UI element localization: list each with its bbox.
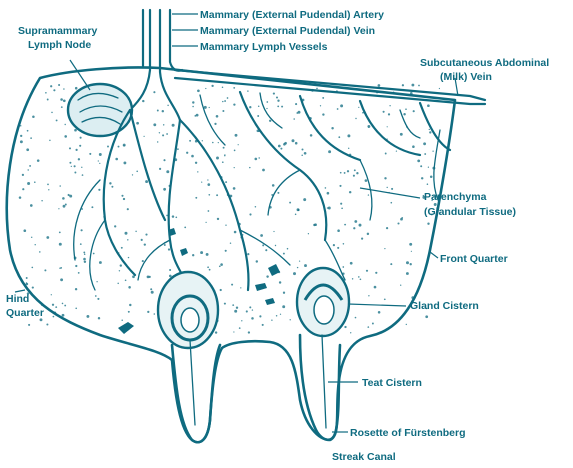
label-parenchyma-1: Parenchyma bbox=[424, 191, 487, 203]
front-teat-cistern bbox=[322, 335, 326, 428]
hind-teat-cistern bbox=[190, 340, 195, 425]
supramammary-lymph-node bbox=[68, 84, 132, 136]
label-milk-vein-2: (Milk) Vein bbox=[440, 71, 492, 83]
pudendal-artery-trunk bbox=[130, 10, 150, 110]
label-teat-cistern: Teat Cistern bbox=[362, 377, 422, 389]
milk-vein bbox=[175, 70, 485, 100]
label-lymph-node-2: Lymph Node bbox=[28, 39, 91, 51]
label-vein: Mammary (External Pudendal) Vein bbox=[200, 25, 375, 37]
milk-vein-lower bbox=[175, 78, 485, 104]
front-gland-cistern bbox=[297, 268, 349, 336]
hind-gland-cistern bbox=[158, 272, 218, 348]
label-milk-vein-1: Subcutaneous Abdominal bbox=[420, 57, 549, 69]
label-rosette: Rosette of Fürstenberg bbox=[350, 427, 466, 439]
label-gland-cistern: Gland Cistern bbox=[410, 300, 479, 312]
hind-teat bbox=[172, 345, 220, 442]
label-streak-canal: Streak Canal bbox=[332, 451, 396, 463]
label-lymph-node-1: Supramammary bbox=[18, 25, 98, 37]
label-parenchyma-2: (Glandular Tissue) bbox=[424, 206, 516, 218]
label-artery: Mammary (External Pudendal) Artery bbox=[200, 9, 384, 21]
vessel-branches bbox=[74, 92, 450, 290]
front-teat bbox=[300, 335, 340, 440]
label-hind-quarter-2: Quarter bbox=[6, 307, 44, 319]
label-hind-quarter-1: Hind bbox=[6, 293, 29, 305]
label-lymph-vessels: Mammary Lymph Vessels bbox=[200, 41, 328, 53]
lymph-vessel-trunk bbox=[170, 10, 182, 71]
label-front-quarter: Front Quarter bbox=[440, 253, 508, 265]
